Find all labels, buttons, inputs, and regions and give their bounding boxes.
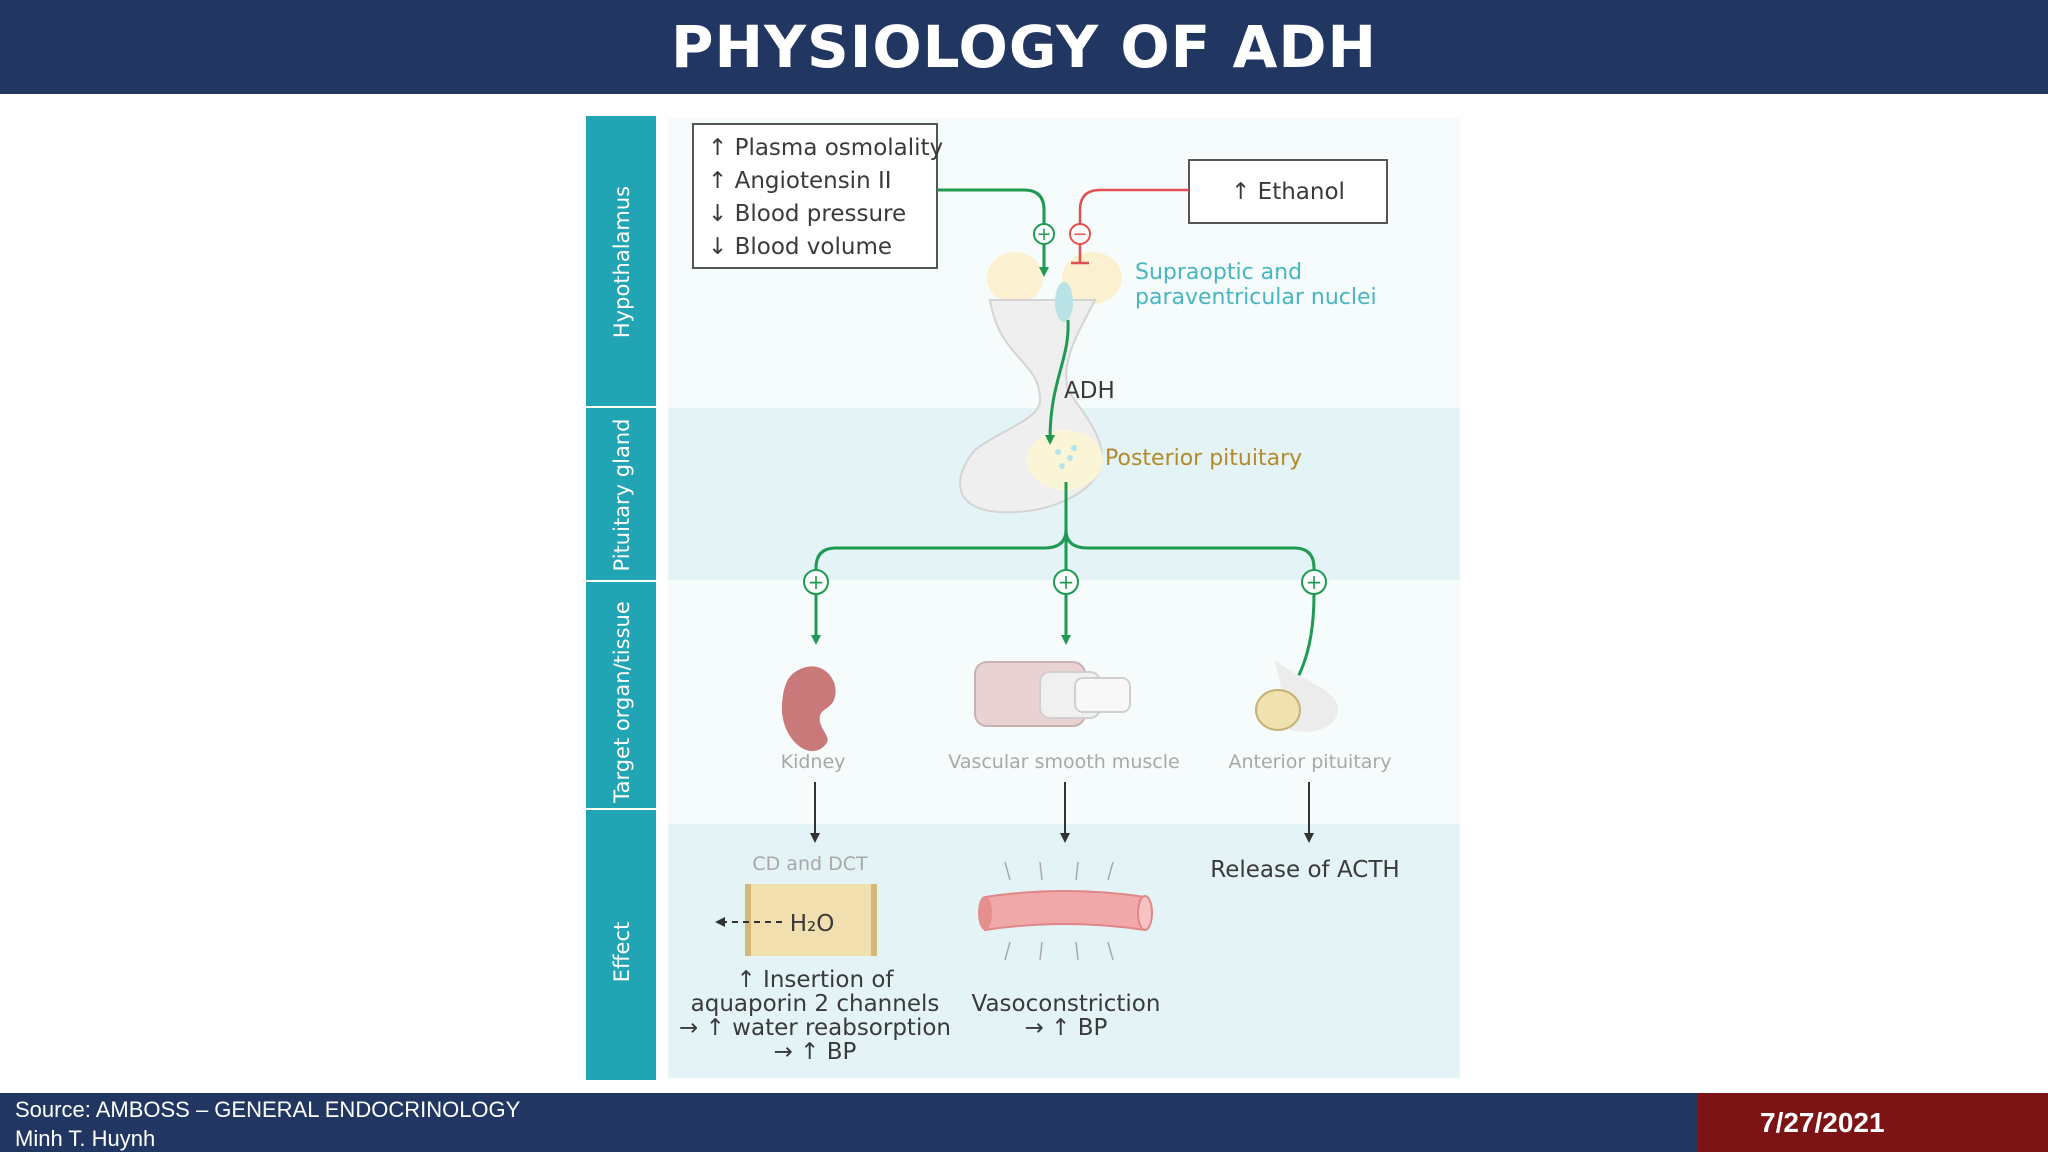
sidebar-segment [586, 582, 656, 808]
ethanol-label: ↑ Ethanol [1231, 179, 1345, 205]
sidebar-segment [586, 116, 656, 406]
collecting-duct-icon [745, 884, 877, 956]
sidebar-segment [586, 810, 656, 1080]
stimulus-blood-pressure: ↓ Blood pressure [708, 201, 906, 227]
branch-anterior [1064, 529, 1316, 572]
nuclei-label-line1: Supraoptic and [1135, 260, 1302, 285]
posterior-lobe [1027, 430, 1103, 490]
source-line: Source: AMBOSS – GENERAL ENDOCRINOLOGY [15, 1097, 521, 1122]
target-label-vascular: Vascular smooth muscle [948, 751, 1179, 773]
plus-sign-anterior: + [1306, 570, 1323, 594]
stimulation-line [937, 188, 1046, 225]
nucleus-left [987, 252, 1043, 304]
stimuli-box [692, 123, 938, 269]
water-label: H₂O [790, 911, 835, 937]
kidney-effect-line1: ↑ Insertion of [736, 967, 894, 993]
brain-illustration [959, 252, 1122, 514]
anterior-pituitary-icon [1255, 660, 1339, 732]
target-label-kidney: Kidney [781, 751, 846, 773]
stimulus-blood-volume: ↓ Blood volume [708, 234, 892, 260]
anterior-effect-label: Release of ACTH [1210, 857, 1399, 883]
vascular-effect-line1: Vasoconstriction [972, 991, 1161, 1017]
kidney-effect-line2: aquaporin 2 channels [691, 991, 940, 1017]
date-badge: 7/27/2021 [1698, 1093, 2048, 1152]
inhibition-line [1078, 188, 1189, 225]
stimulus-angiotensin: ↑ Angiotensin II [708, 168, 892, 194]
nucleus-right [1062, 252, 1122, 304]
plus-sign-kidney: + [808, 570, 825, 594]
plus-sign-vascular: + [1058, 570, 1075, 594]
target-label-anterior: Anterior pituitary [1228, 751, 1391, 773]
inhibition-bar [1071, 244, 1089, 265]
stimulation-plus-sign: + [1036, 224, 1051, 245]
row-label-pituitary: Pituitary gland [610, 419, 634, 572]
row-label-hypothalamus: Hypothalamus [610, 186, 634, 338]
kidney-icon [781, 666, 836, 752]
kidney-effect-line3: → ↑ water reabsorption [679, 1015, 951, 1041]
constricted-vessel-icon [978, 861, 1153, 961]
footer-source: Source: AMBOSS – GENERAL ENDOCRINOLOGY M… [15, 1095, 520, 1153]
vascular-muscle-icon [974, 661, 1131, 727]
footer: Source: AMBOSS – GENERAL ENDOCRINOLOGY M… [0, 1093, 2048, 1152]
kidney-segment-label: CD and DCT [752, 853, 868, 875]
row-sidebar: Hypothalamus Pituitary gland Target orga… [586, 116, 656, 1080]
sidebar-segment [586, 408, 656, 580]
neuron-body [1055, 282, 1073, 322]
stimulus-osmolality: ↑ Plasma osmolality [708, 135, 943, 161]
adh-label: ADH [1064, 378, 1115, 404]
nuclei-label-line2: paraventricular nuclei [1135, 285, 1377, 310]
adh-axon-arrow [1045, 319, 1070, 445]
ethanol-box [1188, 159, 1388, 224]
slide-title: PHYSIOLOGY OF ADH [0, 0, 2048, 94]
posterior-pituitary-label: Posterior pituitary [1105, 446, 1302, 471]
row-label-effect: Effect [610, 922, 634, 982]
vascular-effect-line2: → ↑ BP [1025, 1015, 1108, 1041]
author-line: Minh T. Huynh [15, 1126, 156, 1151]
inhibition-minus-sign: − [1072, 224, 1087, 245]
kidney-effect-line4: → ↑ BP [774, 1039, 857, 1065]
row-label-target: Target organ/tissue [610, 601, 634, 804]
